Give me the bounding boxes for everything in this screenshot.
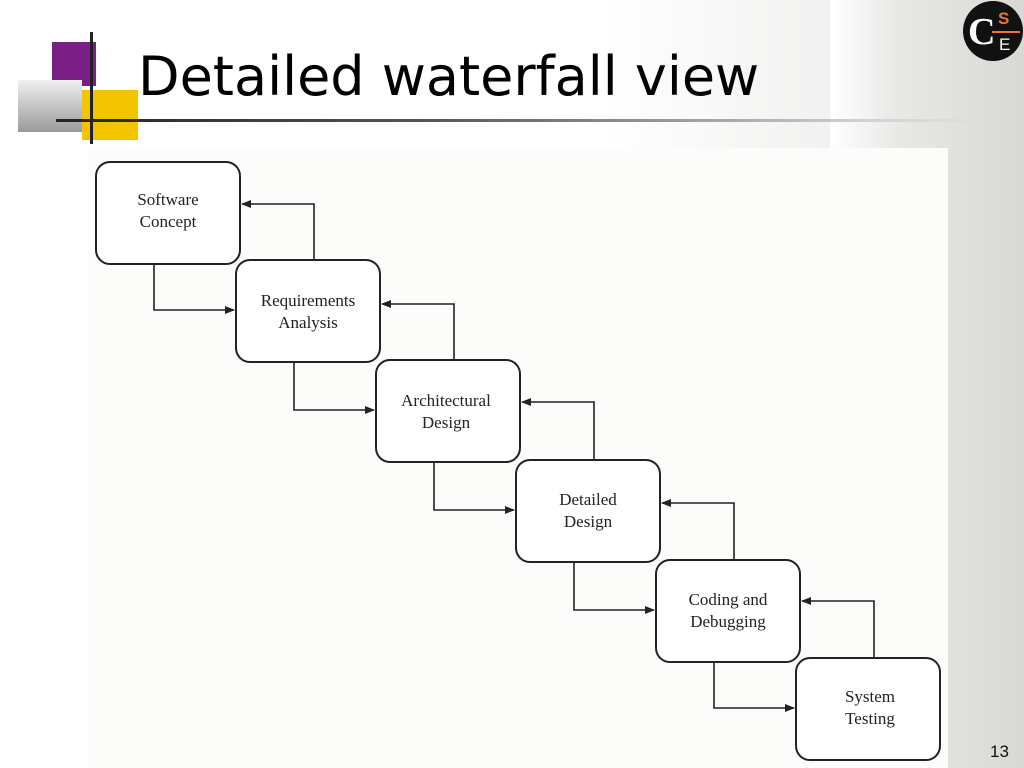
forward-arrow-4	[573, 562, 655, 614]
feedback-arrow-1	[241, 200, 315, 260]
purple-square	[52, 42, 96, 86]
stage-coding-and-debugging: Coding and Debugging	[655, 559, 801, 663]
stage-label-line1: Requirements	[261, 291, 355, 310]
stage-label-line1: Architectural	[401, 391, 491, 410]
stage-software-concept: Software Concept	[95, 161, 241, 265]
stage-label-line2: Design	[422, 413, 471, 432]
stage-label-line2: Concept	[140, 212, 197, 231]
stage-label-line1: System	[845, 687, 895, 706]
stage-label-line1: Software	[137, 190, 198, 209]
forward-arrow-5	[713, 662, 795, 712]
cse-logo: C S E	[963, 1, 1023, 61]
stage-label-line1: Coding and	[689, 590, 768, 609]
stage-architectural-design: Architectural Design	[375, 359, 521, 463]
stage-label-line1: Detailed	[559, 490, 617, 509]
feedback-arrow-4	[661, 499, 735, 560]
gray-square	[18, 80, 82, 132]
forward-arrow-2	[293, 362, 375, 414]
feedback-arrow-2	[381, 300, 455, 360]
forward-arrow-3	[433, 462, 515, 514]
feedback-arrow-3	[521, 398, 595, 460]
stage-label-line2: Debugging	[690, 612, 766, 631]
logo-letter-e: E	[999, 35, 1010, 54]
stage-label-line2: Design	[564, 512, 613, 531]
slide-title: Detailed waterfall view	[138, 45, 760, 108]
logo-letter-c: C	[968, 11, 995, 53]
vertical-rule	[90, 32, 93, 144]
stage-system-testing: System Testing	[795, 657, 941, 761]
decorative-squares	[0, 0, 160, 160]
stage-label-line2: Analysis	[278, 313, 338, 332]
stage-detailed-design: Detailed Design	[515, 459, 661, 563]
feedback-arrow-5	[801, 597, 875, 658]
forward-arrow-1	[153, 264, 235, 314]
stage-label-line2: Testing	[845, 709, 895, 728]
logo-letter-s: S	[998, 9, 1009, 28]
slide-number: 13	[990, 742, 1009, 761]
title-underline	[56, 119, 976, 122]
stage-requirements-analysis: Requirements Analysis	[235, 259, 381, 363]
